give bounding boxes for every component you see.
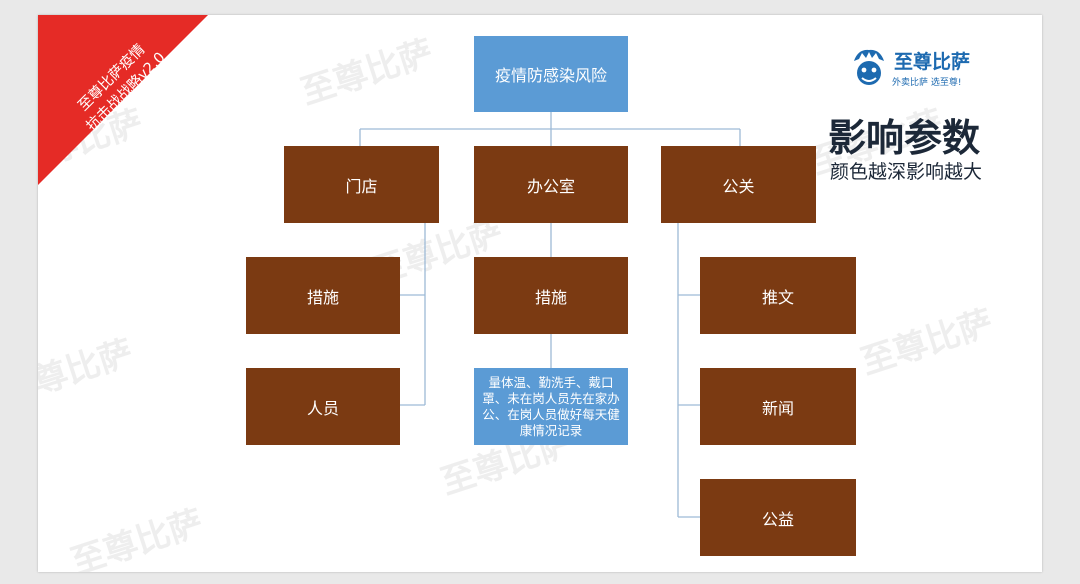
store-staff-node: 人员 bbox=[246, 368, 400, 445]
pr-charity-node: 公益 bbox=[700, 479, 856, 556]
slide: 至尊比萨 至尊比萨 至尊比萨 至尊比萨 至尊比萨 至尊比萨 至尊比萨 至尊比萨 … bbox=[38, 15, 1042, 572]
store-measure-node: 措施 bbox=[246, 257, 400, 334]
brand-slogan: 外卖比萨 选至尊! bbox=[892, 78, 962, 88]
store-node: 门店 bbox=[284, 146, 439, 223]
office-measure-node: 措施 bbox=[474, 257, 628, 334]
corner-ribbon bbox=[38, 15, 208, 185]
pr-node: 公关 bbox=[661, 146, 816, 223]
pr-tweet-node: 推文 bbox=[700, 257, 856, 334]
brand-logo: 至尊比萨 外卖比萨 选至尊! bbox=[850, 47, 1010, 97]
brand-name: 至尊比萨 bbox=[894, 51, 971, 73]
pr-news-node: 新闻 bbox=[700, 368, 856, 445]
office-node: 办公室 bbox=[474, 146, 628, 223]
pizza-chef-icon bbox=[854, 49, 884, 85]
legend-title: 影响参数 bbox=[828, 116, 981, 160]
root-node: 疫情防感染风险 bbox=[474, 36, 628, 112]
office-measure-detail: 量体温、勤洗手、戴口罩、未在岗人员先在家办公、在岗人员做好每天健康情况记录 bbox=[474, 368, 628, 445]
legend-subtitle: 颜色越深影响越大 bbox=[830, 161, 983, 183]
connector-lines bbox=[359, 112, 741, 518]
